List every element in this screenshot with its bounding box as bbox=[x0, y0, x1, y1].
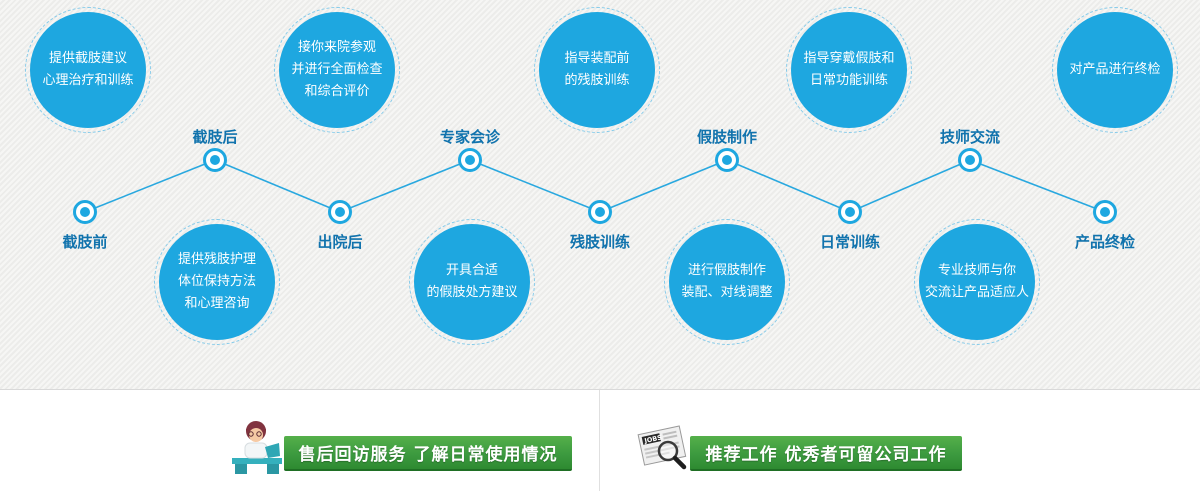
stage-label-daily-training: 日常训练 bbox=[819, 233, 880, 251]
job-recommendation-banner[interactable]: 推荐工作 优秀者可留公司工作 bbox=[690, 436, 962, 471]
job-recommendation-banner-label: 推荐工作 优秀者可留公司工作 bbox=[705, 445, 947, 465]
customer-service-agent-icon bbox=[228, 418, 286, 476]
circle-face: 提供截肢建议 心理治疗和训练 bbox=[30, 12, 146, 128]
detail-circle-pre-amputation: 提供截肢建议 心理治疗和训练 bbox=[25, 7, 151, 133]
stage-label-stump-training: 残肢训练 bbox=[569, 233, 630, 251]
detail-circle-after-amputation: 提供残肢护理 体位保持方法 和心理咨询 bbox=[154, 219, 280, 345]
after-sales-banner[interactable]: 售后回访服务 了解日常使用情况 bbox=[284, 436, 572, 471]
jobs-icon-label: JOBS bbox=[643, 433, 663, 445]
detail-text: 指导穿戴假肢和 日常功能训练 bbox=[803, 50, 895, 88]
circle-face: 提供残肢护理 体位保持方法 和心理咨询 bbox=[159, 224, 275, 340]
timeline-node-4 bbox=[458, 148, 482, 172]
timeline-node-9 bbox=[1093, 200, 1117, 224]
detail-circle-daily-training: 指导穿戴假肢和 日常功能训练 bbox=[786, 7, 912, 133]
stage-label-expert-consultation: 专家会诊 bbox=[439, 128, 500, 146]
timeline-node-1 bbox=[73, 200, 97, 224]
detail-text: 对产品进行终检 bbox=[1069, 61, 1161, 77]
stage-label-final-inspection: 产品终检 bbox=[1074, 233, 1135, 251]
detail-circle-expert-consultation: 开具合适 的假肢处方建议 bbox=[409, 219, 535, 345]
circle-face: 进行假肢制作 装配、对线调整 bbox=[669, 224, 785, 340]
detail-text: 提供截肢建议 心理治疗和训练 bbox=[42, 50, 134, 88]
stage-label-after-discharge: 出院后 bbox=[317, 233, 363, 251]
circle-face: 专业技师与你 交流让产品适应人 bbox=[919, 224, 1035, 340]
timeline-node-8 bbox=[958, 148, 982, 172]
circle-face: 指导穿戴假肢和 日常功能训练 bbox=[791, 12, 907, 128]
detail-text: 指导装配前 的残肢训练 bbox=[564, 50, 630, 88]
detail-text: 开具合适 的假肢处方建议 bbox=[426, 262, 518, 300]
detail-text: 进行假肢制作 装配、对线调整 bbox=[681, 262, 773, 300]
detail-circle-after-discharge: 接你来院参观 并进行全面检查 和综合评价 bbox=[274, 7, 400, 133]
timeline-node-2 bbox=[203, 148, 227, 172]
detail-circle-prosthesis-fabrication: 进行假肢制作 装配、对线调整 bbox=[664, 219, 790, 345]
jobs-newspaper-icon: JOBS bbox=[634, 418, 692, 476]
after-sales-banner-label: 售后回访服务 了解日常使用情况 bbox=[298, 445, 558, 465]
stage-label-technician-exchange: 技师交流 bbox=[939, 128, 1000, 146]
circle-face: 接你来院参观 并进行全面检查 和综合评价 bbox=[279, 12, 395, 128]
detail-circle-final-inspection: 对产品进行终检 bbox=[1052, 7, 1178, 133]
timeline-node-3 bbox=[328, 200, 352, 224]
circle-face: 对产品进行终检 bbox=[1057, 12, 1173, 128]
detail-text: 接你来院参观 并进行全面检查 和综合评价 bbox=[291, 39, 383, 100]
detail-text: 提供残肢护理 体位保持方法 和心理咨询 bbox=[177, 251, 256, 312]
footer: 售后回访服务 了解日常使用情况 JOBS 推荐工作 bbox=[0, 390, 1200, 491]
stage-label-after-amputation: 截肢后 bbox=[192, 128, 238, 146]
timeline-node-5 bbox=[588, 200, 612, 224]
service-process-diagram: 提供截肢建议 心理治疗和训练 接你来院参观 并进行全面检查 和综合评价 指导装配… bbox=[0, 0, 1200, 390]
circle-face: 指导装配前 的残肢训练 bbox=[539, 12, 655, 128]
timeline-node-6 bbox=[715, 148, 739, 172]
footer-divider bbox=[599, 390, 600, 491]
stage-label-pre-amputation: 截肢前 bbox=[62, 233, 108, 251]
detail-text: 专业技师与你 交流让产品适应人 bbox=[924, 262, 1029, 300]
detail-circle-technician-exchange: 专业技师与你 交流让产品适应人 bbox=[914, 219, 1040, 345]
timeline-node-7 bbox=[838, 200, 862, 224]
stage-label-prosthesis-fabrication: 假肢制作 bbox=[696, 128, 757, 146]
detail-circle-stump-training: 指导装配前 的残肢训练 bbox=[534, 7, 660, 133]
circle-face: 开具合适 的假肢处方建议 bbox=[414, 224, 530, 340]
